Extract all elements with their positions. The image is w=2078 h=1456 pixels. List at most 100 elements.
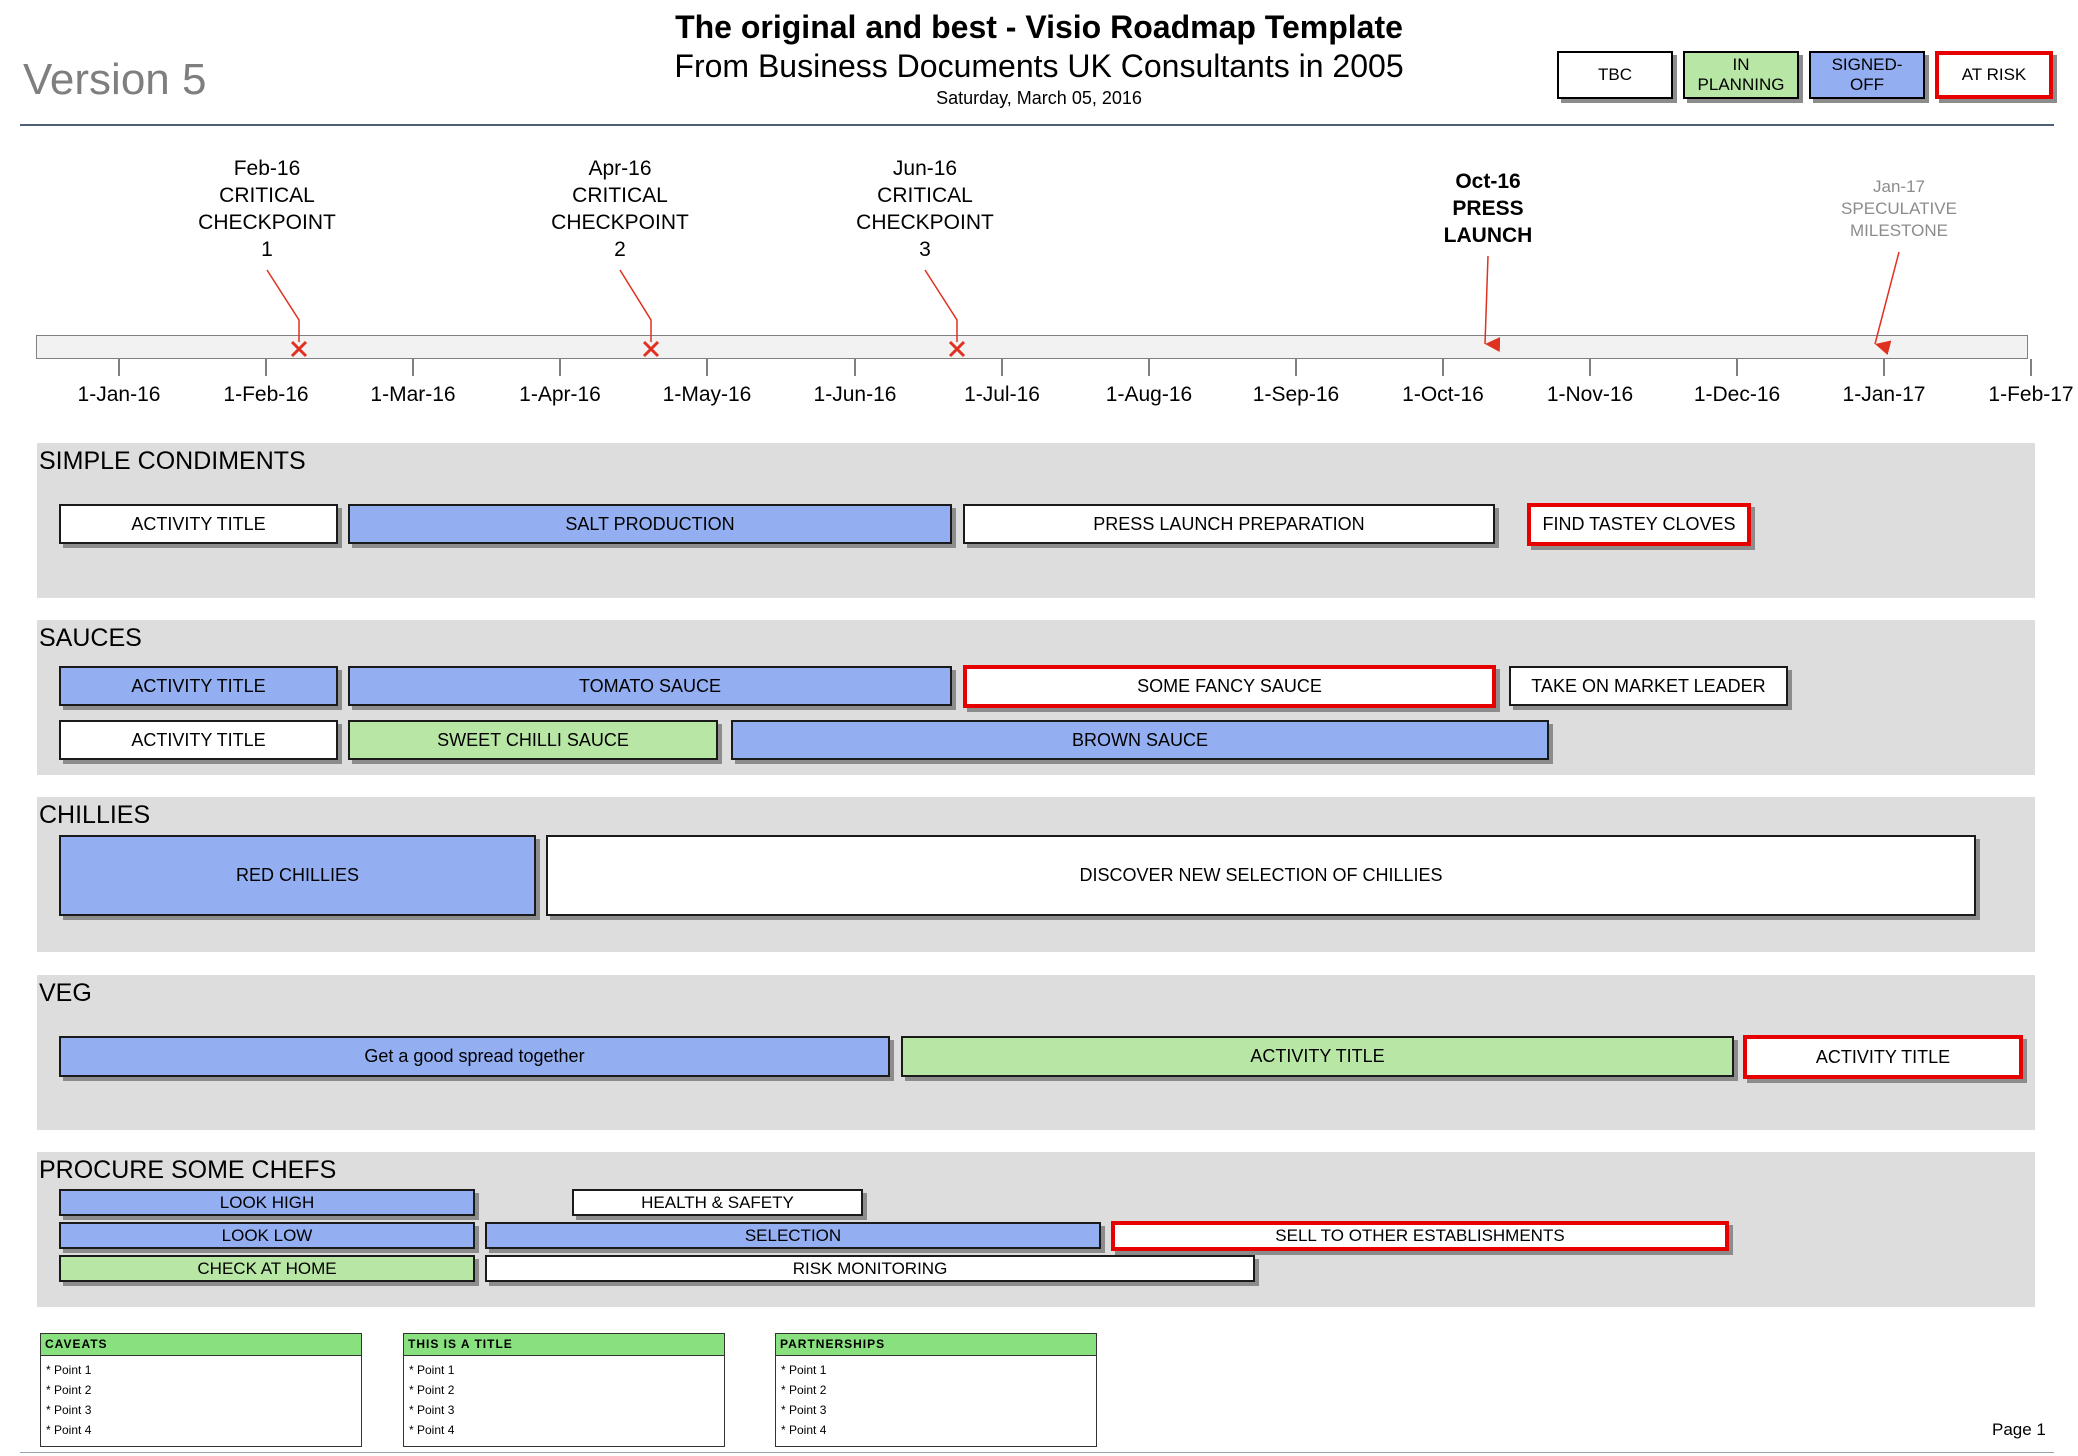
milestone-speculative-pointer (1874, 251, 1900, 356)
timeline-tick-label: 1-Dec-16 (1693, 383, 1781, 406)
milestone-press-launch-pointer (1484, 255, 1501, 353)
milestone-pointers (266, 251, 1900, 358)
activity-bar[interactable]: ACTIVITY TITLE (59, 504, 338, 544)
milestone-checkpoint-2-label: Apr-16 CRITICAL CHECKPOINT 2 (551, 157, 689, 261)
activity-bar[interactable]: PRESS LAUNCH PREPARATION (963, 504, 1495, 544)
milestone-checkpoint-1-label: Feb-16 CRITICAL CHECKPOINT 1 (198, 157, 336, 261)
lane-title: VEG (39, 979, 92, 1007)
milestone-speculative-label: Jan-17 SPECULATIVE MILESTONE (1841, 177, 1957, 240)
timeline-tick (1442, 359, 1444, 376)
activity-bar[interactable]: LOOK LOW (59, 1222, 475, 1249)
lane-chillies: CHILLIES RED CHILLIES DISCOVER NEW SELEC… (37, 797, 2035, 952)
note-title: PARTNERSHIPS (776, 1334, 1096, 1356)
milestone-checkpoint-1-pointer (266, 269, 308, 358)
milestone-checkpoint-3-label: Jun-16 CRITICAL CHECKPOINT 3 (856, 157, 994, 261)
timeline-tick-label: 1-Feb-17 (1988, 383, 2074, 406)
activity-bar[interactable]: LOOK HIGH (59, 1189, 475, 1216)
timeline-tick (1736, 359, 1738, 376)
activity-bar[interactable]: Get a good spread together (59, 1036, 890, 1077)
timeline-bar (36, 335, 2028, 359)
note-caveats: CAVEATS * Point 1 * Point 2 * Point 3 * … (40, 1333, 362, 1447)
page-date: Saturday, March 05, 2016 (936, 88, 1142, 108)
lane-procure-some-chefs: PROCURE SOME CHEFS LOOK HIGH HEALTH & SA… (37, 1152, 2035, 1307)
timeline-tick-label: 1-Nov-16 (1546, 383, 1634, 406)
note-point: * Point 2 (46, 1383, 92, 1397)
note-this-is-a-title: THIS IS A TITLE * Point 1 * Point 2 * Po… (403, 1333, 725, 1447)
timeline-tick (559, 359, 561, 376)
lane-sauces: SAUCES ACTIVITY TITLE TOMATO SAUCE SOME … (37, 620, 2035, 775)
milestone-checkpoint-3-pointer (924, 269, 966, 358)
milestone-press-launch-label: Oct-16 PRESS LAUNCH (1443, 170, 1533, 247)
timeline-tick-label: 1-May-16 (662, 383, 752, 406)
legend-in-planning: IN PLANNING (1683, 51, 1799, 99)
cross-marker-icon (290, 340, 308, 358)
activity-bar[interactable]: ACTIVITY TITLE (59, 666, 338, 706)
activity-bar[interactable]: SELL TO OTHER ESTABLISHMENTS (1111, 1221, 1729, 1251)
milestone-checkpoint-2-pointer (619, 269, 660, 358)
timeline-tick (1295, 359, 1297, 376)
timeline-tick-label: 1-Mar-16 (370, 383, 456, 406)
activity-bar[interactable]: CHECK AT HOME (59, 1255, 475, 1282)
note-point: * Point 1 (409, 1363, 455, 1377)
timeline-tick-label: 1-Aug-16 (1105, 383, 1193, 406)
note-point: * Point 1 (781, 1363, 827, 1377)
note-point: * Point 1 (46, 1363, 92, 1377)
activity-bar[interactable]: SWEET CHILLI SAUCE (348, 720, 718, 760)
timeline-tick-label: 1-Feb-16 (223, 383, 309, 406)
activity-bar[interactable]: RED CHILLIES (59, 835, 536, 916)
legend-signed-off: SIGNED- OFF (1809, 51, 1925, 99)
timeline-tick (706, 359, 708, 376)
timeline-tick-label: 1-Apr-16 (519, 383, 601, 406)
activity-bar[interactable]: ACTIVITY TITLE (1743, 1035, 2023, 1079)
timeline-tick-label: 1-Oct-16 (1402, 383, 1484, 406)
header-divider (20, 124, 2054, 126)
timeline-tick-label: 1-Sep-16 (1252, 383, 1340, 406)
lane-simple-condiments: SIMPLE CONDIMENTS ACTIVITY TITLE SALT PR… (37, 443, 2035, 598)
page-title: The original and best - Visio Roadmap Te… (675, 9, 1403, 45)
activity-bar[interactable]: DISCOVER NEW SELECTION OF CHILLIES (546, 835, 1976, 916)
timeline-tick (2030, 359, 2032, 376)
lane-veg: VEG Get a good spread together ACTIVITY … (37, 975, 2035, 1130)
lane-title: SAUCES (39, 624, 142, 652)
note-point: * Point 3 (409, 1403, 455, 1417)
timeline-tick-label: 1-Jul-16 (964, 383, 1040, 406)
activity-bar[interactable]: SOME FANCY SAUCE (963, 665, 1496, 708)
timeline-tick (265, 359, 267, 376)
timeline-tick-label: 1-Jan-16 (77, 383, 161, 406)
page-subtitle: From Business Documents UK Consultants i… (674, 48, 1404, 84)
lane-title: SIMPLE CONDIMENTS (39, 447, 306, 475)
note-point: * Point 2 (781, 1383, 827, 1397)
timeline-tick (1001, 359, 1003, 376)
activity-bar[interactable]: BROWN SAUCE (731, 720, 1549, 760)
note-point: * Point 4 (409, 1423, 455, 1437)
lane-title: PROCURE SOME CHEFS (39, 1156, 337, 1184)
activity-bar[interactable]: TAKE ON MARKET LEADER (1509, 666, 1788, 706)
note-point: * Point 4 (781, 1423, 827, 1437)
timeline-tick-label: 1-Jun-16 (813, 383, 897, 406)
note-point: * Point 2 (409, 1383, 455, 1397)
lane-title: CHILLIES (39, 801, 151, 829)
timeline-tick-label: 1-Jan-17 (1842, 383, 1926, 406)
activity-bar[interactable]: TOMATO SAUCE (348, 666, 952, 706)
note-title: THIS IS A TITLE (404, 1334, 724, 1356)
activity-bar[interactable]: RISK MONITORING (485, 1255, 1255, 1282)
timeline-tick (118, 359, 120, 376)
activity-bar[interactable]: SELECTION (485, 1222, 1101, 1249)
activity-bar[interactable]: ACTIVITY TITLE (901, 1036, 1734, 1077)
note-point: * Point 3 (46, 1403, 92, 1417)
cross-marker-icon (948, 340, 966, 358)
timeline-tick (1589, 359, 1591, 376)
activity-bar[interactable]: HEALTH & SAFETY (572, 1189, 863, 1216)
activity-bar[interactable]: ACTIVITY TITLE (59, 720, 338, 760)
activity-bar[interactable]: SALT PRODUCTION (348, 504, 952, 544)
timeline-tick (1883, 359, 1885, 376)
timeline-tick (1148, 359, 1150, 376)
cross-marker-icon (642, 340, 660, 358)
note-partnerships: PARTNERSHIPS * Point 1 * Point 2 * Point… (775, 1333, 1097, 1447)
activity-bar[interactable]: FIND TASTEY CLOVES (1527, 503, 1751, 546)
note-title: CAVEATS (41, 1334, 361, 1356)
note-point: * Point 3 (781, 1403, 827, 1417)
legend-at-risk: AT RISK (1935, 51, 2053, 99)
legend-tbc: TBC (1557, 51, 1673, 99)
footer-divider (20, 1452, 2054, 1453)
